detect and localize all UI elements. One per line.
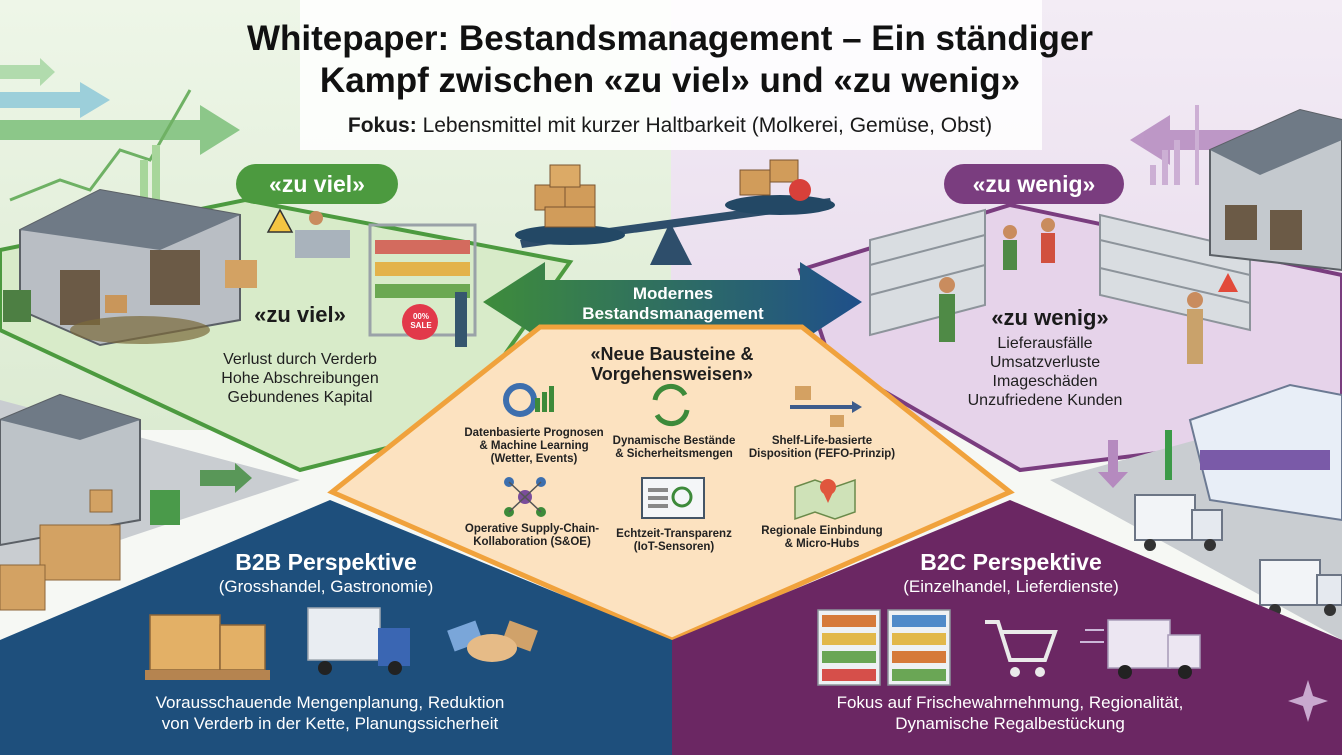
block-line: & Machine Learning [479,440,589,452]
zu-wenig-heading: «zu wenig» [991,305,1109,330]
block-line: Kollaboration (S&OE) [473,536,591,548]
blocks-title: «Neue Bausteine & Vorgehensweisen» [552,344,792,384]
page-title: Whitepaper: Bestandsmanagement – Ein stä… [150,18,1190,102]
b2b-text-line: Vorausschauende Mengenplanung, Reduktion [155,693,505,712]
block-line: Disposition (FEFO-Prinzip) [748,448,896,460]
b2c-title: B2C Perspektive [920,549,1102,575]
zu-viel-heading: «zu viel» [254,302,346,327]
b2b-description: Vorausschauende Mengenplanung, Reduktion… [120,692,540,734]
sparkle-icon [1288,680,1328,722]
blocks-title-line-1: «Neue Bausteine & [590,344,754,364]
store-building-illustration [1165,383,1342,522]
network-nodes-icon [504,477,546,517]
block-line: Datenbasierte Prognosen [464,427,604,439]
block-item-transparency: Echtzeit-Transparenz (IoT-Sensoren) [589,528,759,554]
overstock-store-illustration [266,208,477,347]
handshake-icon [447,620,538,662]
zu-wenig-item: Unzufriedene Kunden [967,392,1123,409]
b2c-text-line: Fokus auf Frischewahrnehmung, Regionalit… [836,693,1184,712]
b2c-description: Fokus auf Frischewahrnehmung, Regionalit… [800,692,1220,734]
center-arrow-label: Modernes Bestandsmanagement [560,284,786,324]
block-line: Echtzeit-Transparenz [616,528,732,540]
zu-wenig-item: Imageschäden [992,373,1098,390]
map-pin-icon [794,478,856,521]
center-line-2: Bestandsmanagement [582,304,764,323]
conveyor-boxes-icon [790,386,862,427]
block-line: Regionale Einbindung [761,525,883,537]
center-line-1: Modernes [632,284,714,303]
dashboard-icon [641,477,705,519]
zu-wenig-list: Lieferausfälle Umsatzverluste Imageschäd… [935,334,1155,410]
zu-viel-list: Verlust durch Verderb Hohe Abschreibunge… [185,350,415,407]
subtitle-label: Fokus: [347,114,417,137]
block-item-shelf-life: Shelf-Life-basierte Disposition (FEFO-Pr… [737,435,907,461]
warehouse-spoilage-illustration [3,188,257,347]
pallets-icon [145,614,270,680]
block-line: & Sicherheitsmengen [615,448,733,460]
page-subtitle: Fokus: Lebensmittel mit kurzer Haltbarke… [200,114,1140,138]
block-item-regional: Regionale Einbindung & Micro-Hubs [737,525,907,551]
empty-shelves-illustration [869,208,1251,364]
truck-icon [307,607,410,675]
block-line: & Micro-Hubs [784,538,860,550]
block-item-supply-chain: Operative Supply-Chain- Kollaboration (S… [447,523,617,549]
b2c-panel [672,500,1342,755]
zu-wenig-item: Lieferausfälle [997,335,1093,352]
zu-viel-item: Verlust durch Verderb [223,351,377,368]
b2c-text-line: Dynamische Regalbestückung [895,714,1125,733]
block-item-dynamic-stock: Dynamische Bestände & Sicherheitsmengen [589,435,759,461]
zu-wenig-badge: «zu wenig» [944,164,1124,204]
b2c-subtitle: (Einzelhandel, Lieferdienste) [903,577,1119,596]
delivery-van-icon [1080,619,1201,679]
block-line: (Wetter, Events) [490,453,578,465]
block-line: Operative Supply-Chain- [464,523,600,535]
shopping-cart-icon [985,620,1058,677]
b2b-title: B2B Perspektive [235,549,417,575]
gear-chart-icon [503,383,554,417]
supermarket-shelves-icon [817,609,951,686]
title-line-1: Whitepaper: Bestandsmanagement – Ein stä… [246,19,1093,58]
subtitle-text: Lebensmittel mit kurzer Haltbarkeit (Mol… [422,114,993,137]
title-line-2: Kampf zwischen «zu viel» und «zu wenig» [319,61,1021,100]
b2c-delivery-vans-illustration [1134,494,1342,616]
b2b-text-line: von Verderb in der Kette, Planungssicher… [161,714,499,733]
zu-wenig-item: Umsatzverluste [989,354,1101,371]
zu-viel-item: Hohe Abschreibungen [221,370,379,387]
warehouse-right-illustration [1209,108,1342,272]
left-trend-arrows-icon [0,58,240,202]
block-line: (IoT-Sensoren) [633,541,715,553]
balance-scale-icon [515,159,835,265]
cycle-arrows-icon [652,383,690,427]
b2b-warehouse-illustration [0,393,180,611]
center-double-arrow [483,262,862,342]
block-item-forecasting: Datenbasierte Prognosen & Machine Learni… [449,427,619,466]
sale-tag: 00% SALE [410,312,432,330]
zu-viel-item: Gebundenes Kapital [227,389,373,406]
block-line: Dynamische Bestände [612,435,736,447]
b2b-subtitle: (Grosshandel, Gastronomie) [218,577,434,596]
zu-viel-badge: «zu viel» [236,164,398,204]
block-line: Shelf-Life-basierte [771,435,873,447]
blocks-title-line-2: Vorgehensweisen» [591,364,753,384]
